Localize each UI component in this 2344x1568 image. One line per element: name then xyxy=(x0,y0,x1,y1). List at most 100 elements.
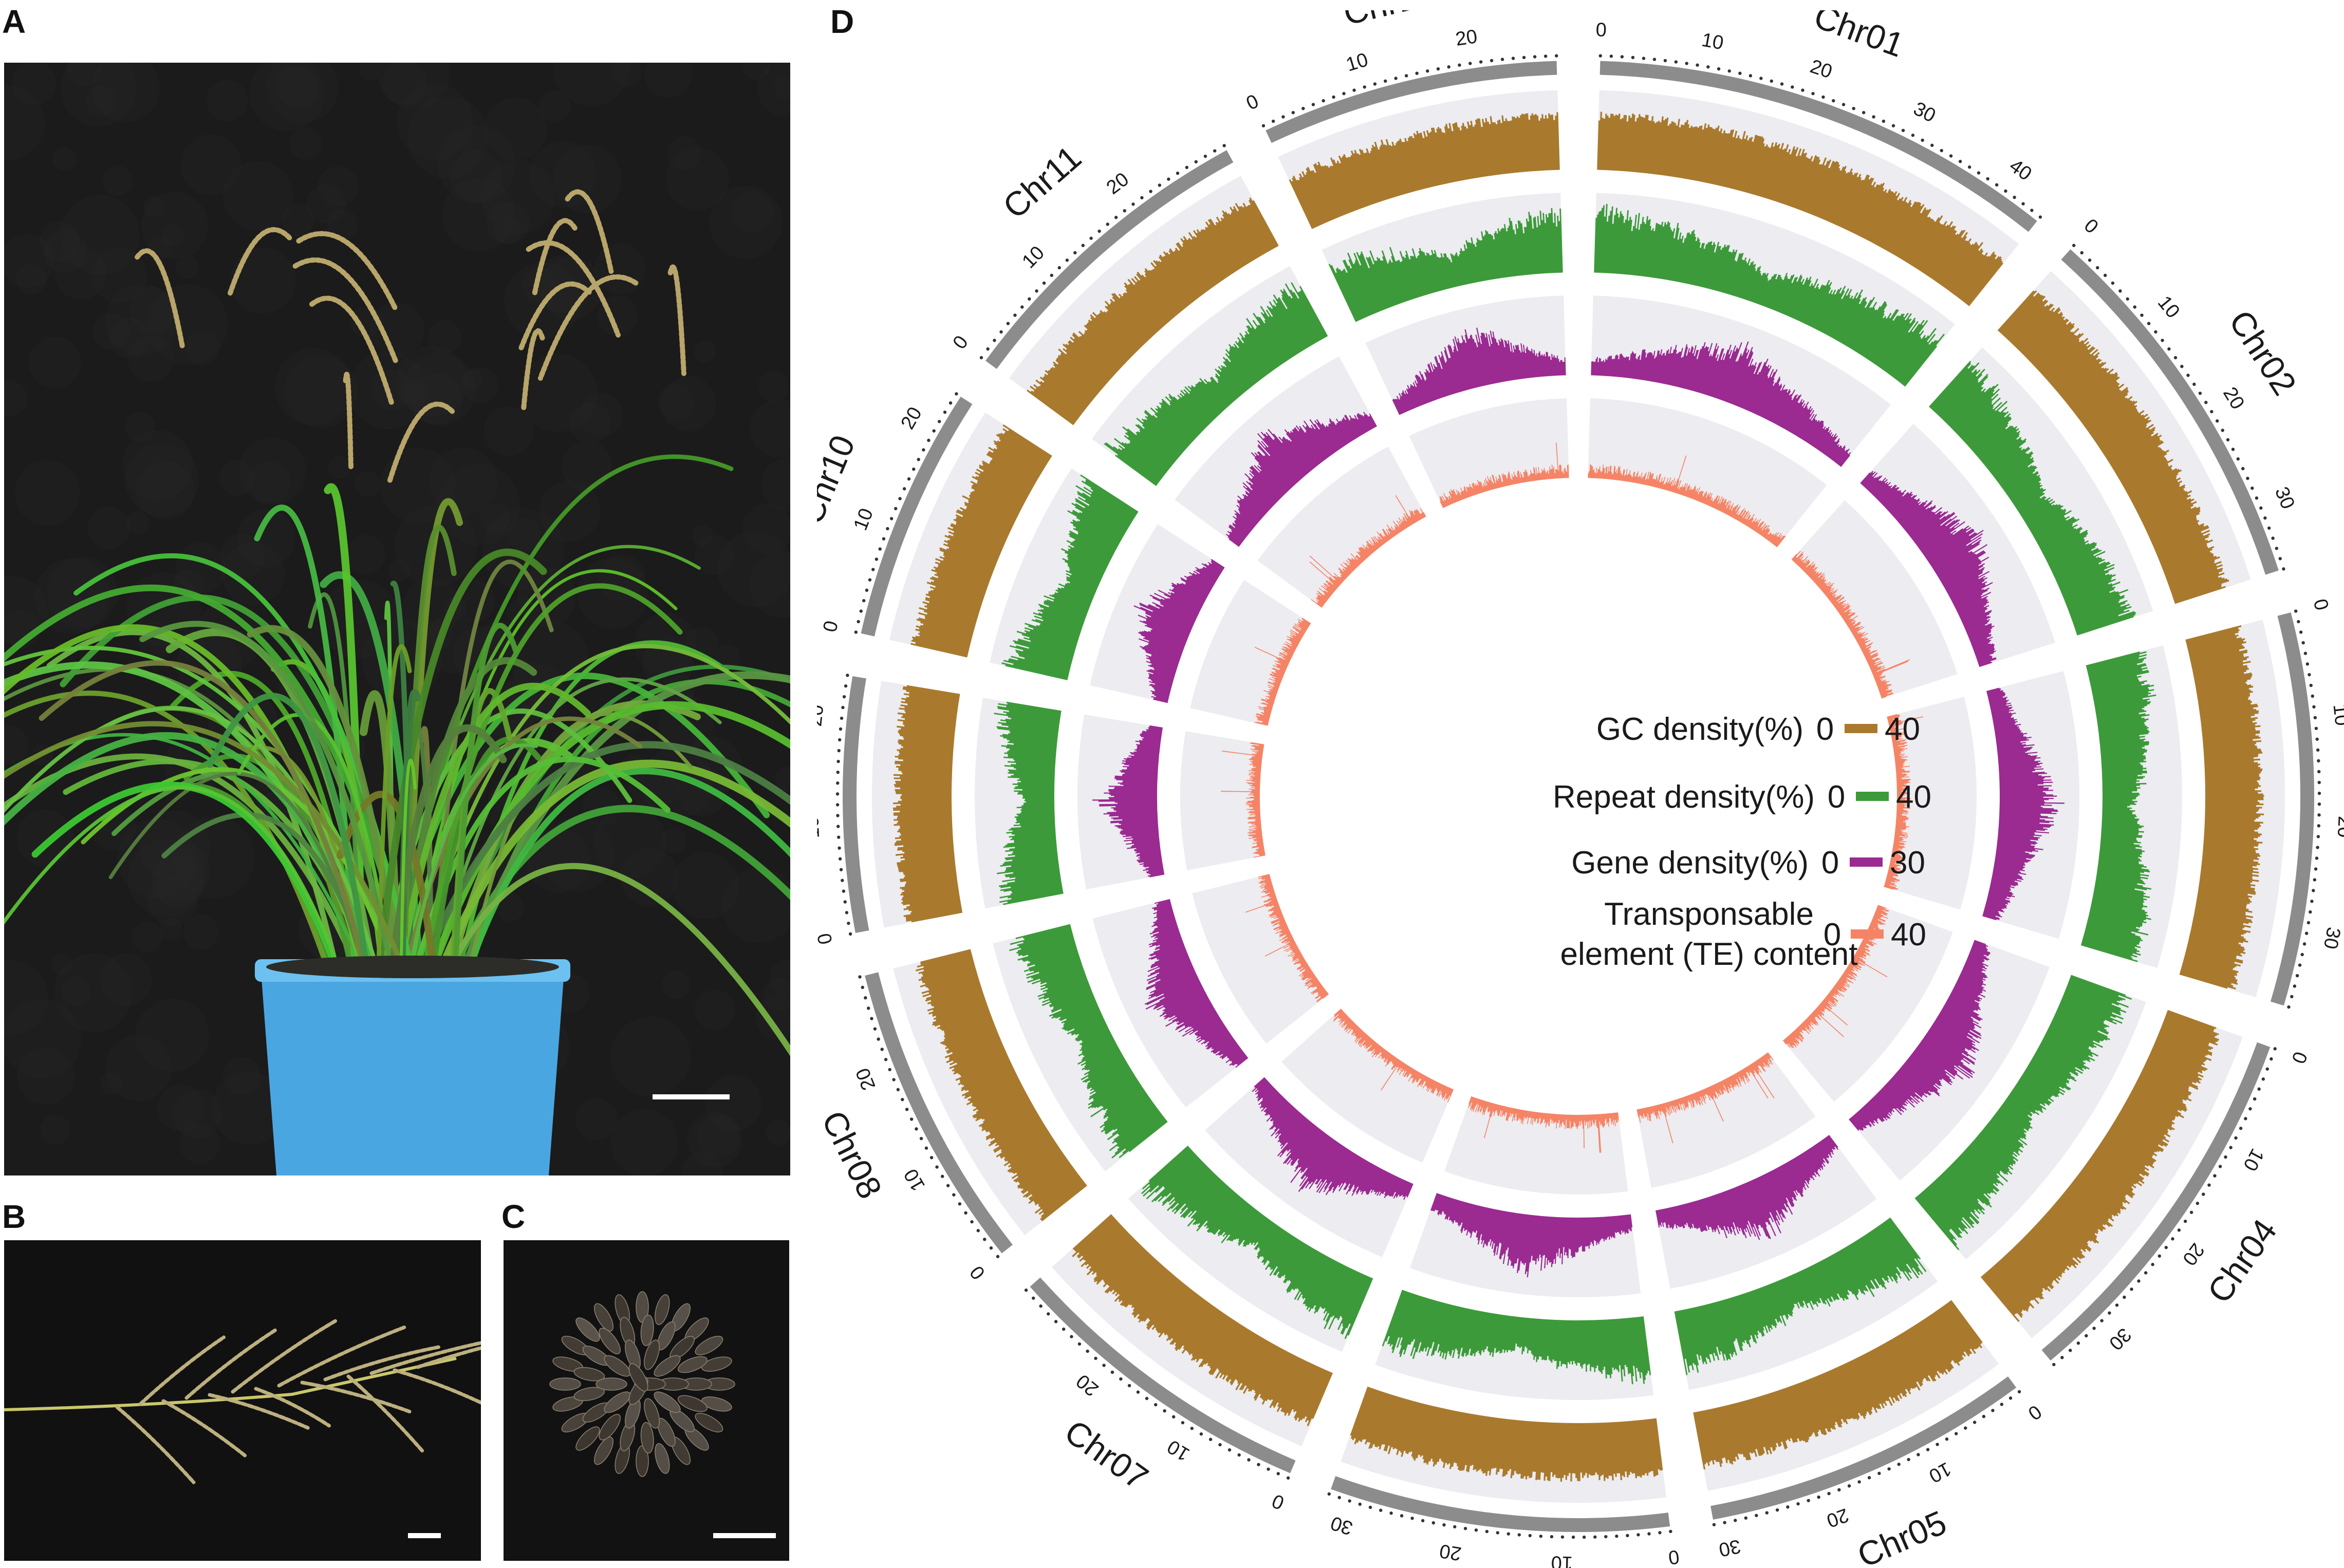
seed xyxy=(573,1367,605,1382)
backdrop-texture xyxy=(672,852,739,920)
track-gene-chr05 xyxy=(1655,1135,1839,1240)
backdrop-texture xyxy=(109,318,151,359)
backdrop-texture xyxy=(697,1115,740,1158)
tick-dot xyxy=(1780,82,1784,86)
tick-dot xyxy=(1271,119,1275,123)
plant-leaf xyxy=(393,701,790,1084)
tick-dot xyxy=(1028,297,1031,301)
backdrop-texture xyxy=(275,348,352,426)
tick-dot xyxy=(1158,183,1162,187)
track-te-chr07 xyxy=(1333,1009,1454,1103)
tick-dot xyxy=(1065,258,1069,262)
tick-dot xyxy=(2282,567,2285,571)
tick-dot xyxy=(1911,134,1915,137)
tick-dot xyxy=(2213,1174,2217,1178)
tick-dot xyxy=(1379,1508,1383,1512)
track-repeat-chr06 xyxy=(1382,1290,1651,1385)
tick-dot xyxy=(1936,1443,1939,1446)
seed xyxy=(654,1355,681,1377)
tick-dot xyxy=(1199,1432,1203,1436)
tick-dot xyxy=(1426,69,1429,73)
tick-dot xyxy=(2196,1202,2200,1205)
backdrop-texture xyxy=(692,525,714,547)
chromosome-label-chr01: Chr01 xyxy=(1809,10,1909,64)
tick-dot xyxy=(902,487,906,491)
backdrop-texture xyxy=(579,393,623,437)
backdrop-texture xyxy=(266,63,339,123)
circos-legend: GC density(%) 0 40 Repeat density(%) 0 4… xyxy=(1553,712,1931,972)
tick-dot xyxy=(2229,1146,2233,1149)
tick-dot xyxy=(1506,1532,1510,1536)
tick-label: 0 xyxy=(2309,597,2333,613)
tick-dot xyxy=(2275,547,2279,550)
scale-bar xyxy=(653,1094,730,1099)
seed xyxy=(695,1336,723,1355)
plant-leaf xyxy=(448,623,518,1083)
tick-dot xyxy=(2173,356,2178,360)
tick-label: 10 xyxy=(817,816,824,839)
tick-dot xyxy=(865,588,869,592)
tick-dot xyxy=(1057,266,1061,270)
tick-dot xyxy=(896,1088,900,1092)
track-gc-chr11 xyxy=(1027,197,1279,425)
plant-leaf xyxy=(404,583,683,1083)
tick-dot xyxy=(2161,339,2164,342)
seed xyxy=(640,1422,654,1454)
backdrop-texture xyxy=(91,247,147,303)
tick-dot xyxy=(1706,65,1710,69)
plant-leaf xyxy=(4,786,374,1082)
tick-dot xyxy=(1094,1356,1097,1360)
tick-dot xyxy=(868,578,872,582)
tick-dot xyxy=(2008,1396,2013,1400)
tick-dot xyxy=(1887,1467,1891,1471)
seed xyxy=(701,1356,732,1372)
tick-dot xyxy=(1877,1471,1881,1476)
tick-dot xyxy=(2140,313,2144,317)
tick-dot xyxy=(2198,391,2202,395)
tick-dot xyxy=(915,1127,918,1131)
tick-dot xyxy=(2309,910,2312,914)
tick-dot xyxy=(2290,995,2294,999)
photo-background xyxy=(4,1240,481,1561)
tick-dot xyxy=(1474,1528,1478,1532)
backdrop-texture xyxy=(442,178,515,252)
seed xyxy=(644,1339,660,1370)
backdrop-texture xyxy=(282,203,314,236)
tick-dot xyxy=(2096,266,2099,270)
track-gene-chr12 xyxy=(1392,327,1566,415)
tick-label: 10 xyxy=(1700,29,1725,54)
tick-dot xyxy=(1977,171,1981,175)
tick-dot xyxy=(1658,1531,1662,1535)
ideogram-chr06 xyxy=(1331,1476,1670,1532)
tick-dot xyxy=(2123,1295,2126,1299)
tick-dot xyxy=(1791,85,1794,89)
backdrop-texture xyxy=(359,63,381,81)
panicle-branch xyxy=(277,1325,406,1388)
tick-dot xyxy=(2244,1117,2247,1121)
backdrop-texture xyxy=(132,922,162,953)
track-te-chr09 xyxy=(1221,742,1266,858)
tick-dot xyxy=(1738,71,1742,75)
tick-dot xyxy=(2239,1127,2243,1130)
tick-dot xyxy=(943,410,947,414)
track-te-chr03 xyxy=(1884,714,1924,890)
plant-panicle xyxy=(343,371,354,470)
tick-dot xyxy=(1176,171,1180,175)
backdrop-texture xyxy=(172,1089,222,1139)
backdrop-texture xyxy=(407,97,489,179)
blue-bucket xyxy=(261,972,564,1175)
backdrop-texture xyxy=(87,507,131,549)
photo-seeds xyxy=(504,1240,789,1561)
tick-dot xyxy=(2144,1271,2148,1275)
tick-dot xyxy=(2130,1287,2133,1291)
backdrop-texture xyxy=(750,399,790,458)
tick-label: 20 xyxy=(817,704,828,727)
tick-dot xyxy=(1006,322,1010,325)
backdrop-texture xyxy=(757,63,790,117)
backdrop-texture xyxy=(695,990,736,1031)
tick-dot xyxy=(1663,59,1667,63)
backdrop-texture xyxy=(539,90,571,122)
plant-leaf xyxy=(39,660,395,1083)
tick-dot xyxy=(1131,202,1135,206)
tick-dot xyxy=(1727,69,1731,73)
